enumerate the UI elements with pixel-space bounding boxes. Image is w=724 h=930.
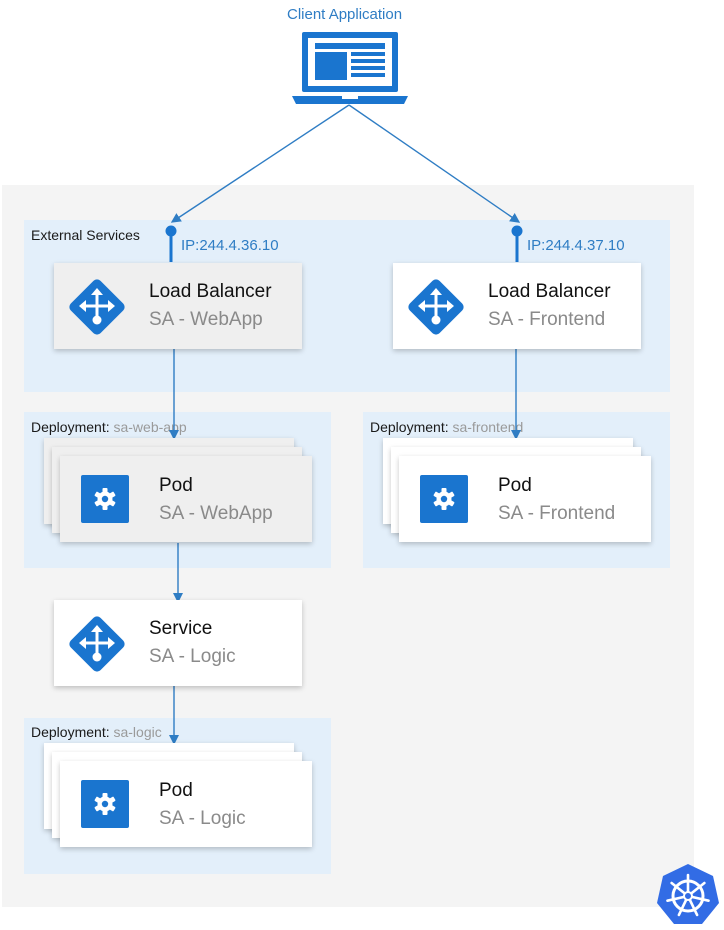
deployment-label-frontend: Deployment: sa-frontend	[370, 419, 523, 435]
ip-label-webapp: IP:244.4.36.10	[181, 237, 279, 254]
deployment-name: sa-web-app	[113, 419, 187, 435]
external-services-label: External Services	[31, 227, 140, 243]
pod-card-frontend[interactable]: Pod SA - Frontend	[399, 456, 651, 542]
load-balancer-title: Load Balancer	[488, 281, 611, 302]
load-balancer-card-webapp[interactable]: Load Balancer SA - WebApp	[54, 263, 302, 349]
service-subtitle: SA - Logic	[149, 646, 236, 667]
pod-card-webapp[interactable]: Pod SA - WebApp	[60, 456, 312, 542]
load-balancer-icon	[69, 279, 125, 335]
load-balancer-icon	[69, 616, 125, 672]
gear-icon	[420, 475, 468, 523]
gear-icon	[81, 475, 129, 523]
load-balancer-card-frontend[interactable]: Load Balancer SA - Frontend	[393, 263, 641, 349]
service-title: Service	[149, 618, 213, 639]
pod-subtitle: SA - Logic	[159, 808, 246, 829]
pod-subtitle: SA - Frontend	[498, 503, 616, 524]
deployment-name: sa-logic	[113, 724, 162, 740]
load-balancer-icon	[408, 279, 464, 335]
pod-subtitle: SA - WebApp	[159, 503, 273, 524]
load-balancer-subtitle: SA - Frontend	[488, 309, 606, 330]
load-balancer-title: Load Balancer	[149, 281, 272, 302]
deployment-prefix: Deployment:	[31, 724, 110, 740]
gear-icon	[81, 780, 129, 828]
client-application-label: Client Application	[287, 6, 403, 23]
load-balancer-subtitle: SA - WebApp	[149, 309, 263, 330]
pod-title: Pod	[498, 475, 532, 496]
ip-label-frontend: IP:244.4.37.10	[527, 237, 625, 254]
laptop-icon	[292, 32, 408, 104]
deployment-name: sa-frontend	[452, 419, 524, 435]
kubernetes-logo-icon	[657, 864, 719, 924]
pod-title: Pod	[159, 780, 193, 801]
deployment-label-web-app: Deployment: sa-web-app	[31, 419, 187, 435]
pod-card-logic[interactable]: Pod SA - Logic	[60, 761, 312, 847]
pod-title: Pod	[159, 475, 193, 496]
service-card-logic[interactable]: Service SA - Logic	[54, 600, 302, 686]
deployment-label-logic: Deployment: sa-logic	[31, 724, 162, 740]
deployment-prefix: Deployment:	[370, 419, 449, 435]
deployment-prefix: Deployment:	[31, 419, 110, 435]
